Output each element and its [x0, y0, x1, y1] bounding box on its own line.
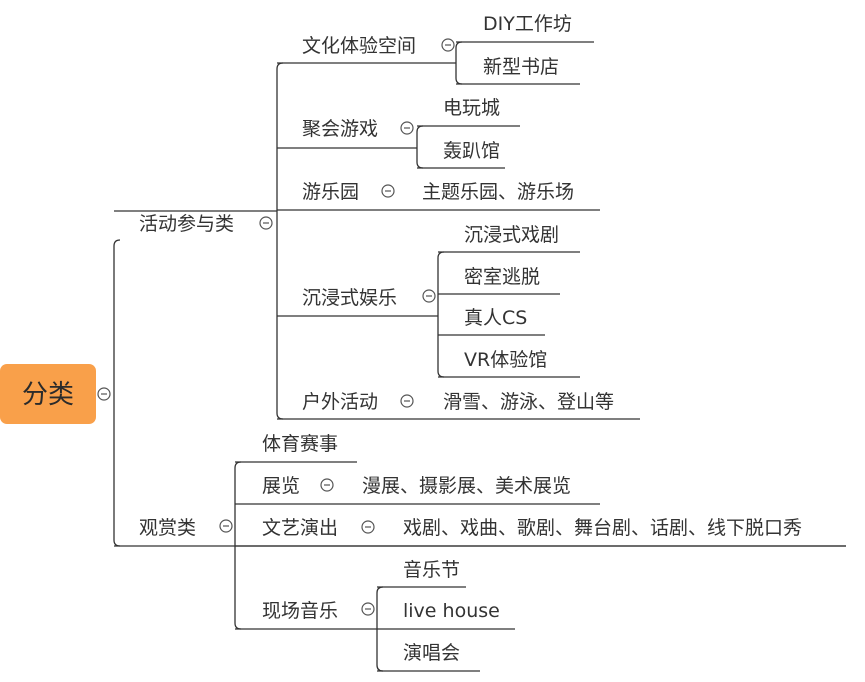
collapse-toggle-icon[interactable]	[422, 289, 436, 303]
node-exhibitions[interactable]: 展览	[262, 475, 300, 497]
leaf-arcade[interactable]: 电玩城	[443, 97, 500, 119]
root-node-label: 分类	[22, 380, 74, 410]
toggle-layer	[97, 38, 455, 616]
branch-connector	[416, 125, 424, 169]
leaf-music-festival[interactable]: 音乐节	[403, 559, 460, 581]
collapse-toggle-icon[interactable]	[381, 184, 395, 198]
branch-connector	[276, 62, 284, 420]
underline-layer	[114, 41, 846, 672]
collapse-toggle-icon[interactable]	[259, 216, 273, 230]
leaf-live-house[interactable]: live house	[403, 600, 500, 622]
node-live-music[interactable]: 现场音乐	[262, 600, 338, 622]
node-amusement-park[interactable]: 游乐园	[302, 181, 359, 203]
node-outdoor-activities[interactable]: 户外活动	[302, 391, 378, 413]
leaf-vr-hall[interactable]: VR体验馆	[464, 349, 547, 371]
root-node-box[interactable]	[0, 364, 96, 424]
node-immersive-entertainment[interactable]: 沉浸式娱乐	[302, 287, 397, 309]
leaf-diy-workshop[interactable]: DIY工作坊	[483, 13, 572, 35]
node-cultural-experience[interactable]: 文化体验空间	[302, 35, 416, 57]
root-node[interactable]: 分类	[0, 364, 96, 424]
leaf-ski-swim-hike[interactable]: 滑雪、游泳、登山等	[443, 391, 614, 413]
collapse-toggle-icon[interactable]	[97, 387, 111, 401]
branch-connector	[113, 239, 121, 547]
node-activity-participation[interactable]: 活动参与类	[139, 213, 234, 235]
collapse-toggle-icon[interactable]	[361, 520, 375, 534]
collapse-toggle-icon[interactable]	[320, 478, 334, 492]
node-performances[interactable]: 文艺演出	[262, 517, 338, 539]
leaf-escape-room[interactable]: 密室逃脱	[464, 266, 540, 288]
branch-connector	[455, 41, 463, 85]
node-viewing[interactable]: 观赏类	[139, 517, 196, 539]
leaf-theme-park[interactable]: 主题乐园、游乐场	[422, 181, 574, 203]
node-party-games[interactable]: 聚会游戏	[302, 118, 378, 140]
collapse-toggle-icon[interactable]	[219, 519, 233, 533]
collapse-toggle-icon[interactable]	[361, 602, 375, 616]
collapse-toggle-icon[interactable]	[441, 38, 455, 52]
node-sports-events[interactable]: 体育赛事	[262, 433, 338, 455]
branch-connector	[437, 251, 445, 378]
collapse-toggle-icon[interactable]	[400, 394, 414, 408]
leaf-exhibition-types[interactable]: 漫展、摄影展、美术展览	[362, 475, 571, 497]
leaf-live-cs[interactable]: 真人CS	[464, 307, 527, 329]
leaf-performance-types[interactable]: 戏剧、戏曲、歌剧、舞台剧、话剧、线下脱口秀	[403, 517, 802, 539]
leaf-concert[interactable]: 演唱会	[403, 642, 460, 664]
leaf-new-bookstore[interactable]: 新型书店	[483, 56, 559, 78]
leaf-immersive-theatre[interactable]: 沉浸式戏剧	[464, 224, 559, 246]
collapse-toggle-icon[interactable]	[400, 121, 414, 135]
leaf-party-house[interactable]: 轰趴馆	[443, 140, 500, 162]
